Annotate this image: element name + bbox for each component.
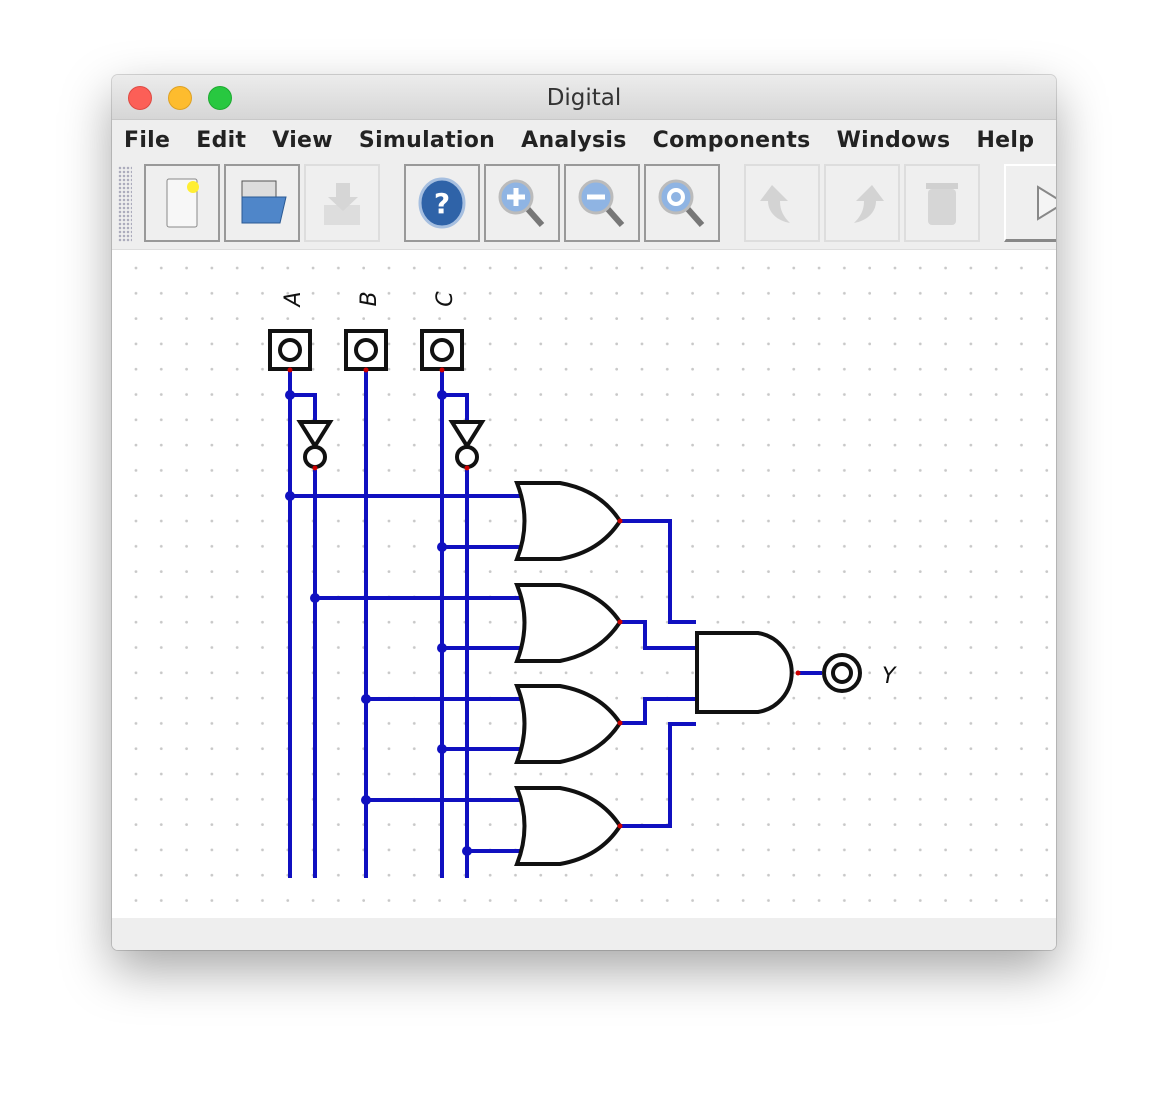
or-gate-3[interactable] [514, 684, 623, 764]
menu-help[interactable]: Help [976, 127, 1035, 153]
toolbar: ? [112, 160, 1056, 250]
zoom-in-icon [498, 179, 545, 227]
window-title: Digital [546, 85, 622, 111]
label-a: A [281, 291, 306, 308]
minimize-button[interactable] [168, 86, 192, 110]
delete-button[interactable] [904, 164, 980, 242]
zoom-fit-button[interactable] [644, 164, 720, 242]
menu-bar: File Edit View Simulation Analysis Compo… [112, 120, 1056, 160]
help-icon: ? [418, 177, 466, 229]
close-button[interactable] [128, 86, 152, 110]
input-c[interactable] [420, 329, 464, 371]
menu-simulation[interactable]: Simulation [358, 127, 496, 153]
output-y[interactable] [822, 653, 862, 693]
pins [287, 367, 801, 829]
or-gate-2[interactable] [514, 583, 623, 663]
help-button[interactable]: ? [404, 164, 480, 242]
or-gate-4[interactable] [514, 786, 623, 866]
delete-icon [926, 183, 958, 225]
junctions [285, 390, 472, 856]
zoom-out-icon [578, 179, 625, 227]
and-gate[interactable] [695, 631, 794, 714]
menu-analysis[interactable]: Analysis [521, 127, 627, 153]
not-gate-a[interactable] [296, 420, 334, 469]
input-a[interactable] [268, 329, 312, 371]
redo-icon [854, 185, 884, 223]
circuit-diagram[interactable]: A B C Y [112, 250, 1056, 918]
menu-edit[interactable]: Edit [196, 127, 247, 153]
label-b: B [357, 291, 382, 306]
zoom-out-button[interactable] [564, 164, 640, 242]
undo-button[interactable] [744, 164, 820, 242]
toolbar-grip[interactable] [118, 166, 132, 242]
wires [288, 370, 822, 878]
new-icon [166, 178, 199, 228]
svg-text:?: ? [434, 187, 450, 220]
undo-icon [760, 185, 790, 223]
menu-file[interactable]: File [124, 127, 171, 153]
label-c: C [433, 291, 458, 307]
run-icon [1037, 184, 1056, 221]
label-y: Y [882, 664, 897, 689]
menu-windows[interactable]: Windows [836, 127, 951, 153]
save-icon [324, 183, 360, 225]
maximize-button[interactable] [208, 86, 232, 110]
new-button[interactable] [144, 164, 220, 242]
title-bar: Digital [112, 75, 1056, 120]
open-button[interactable] [224, 164, 300, 242]
zoom-in-button[interactable] [484, 164, 560, 242]
run-button[interactable] [1004, 164, 1056, 242]
or-gate-1[interactable] [514, 481, 623, 561]
input-b[interactable] [344, 329, 388, 371]
app-window: Digital File Edit View Simulation Analys… [112, 75, 1056, 950]
menu-view[interactable]: View [272, 127, 333, 153]
menu-components[interactable]: Components [652, 127, 811, 153]
status-bar [112, 918, 1056, 950]
save-button[interactable] [304, 164, 380, 242]
open-icon [241, 180, 287, 224]
redo-button[interactable] [824, 164, 900, 242]
zoom-fit-icon [658, 179, 705, 227]
circuit-canvas[interactable]: A B C Y [112, 250, 1056, 918]
